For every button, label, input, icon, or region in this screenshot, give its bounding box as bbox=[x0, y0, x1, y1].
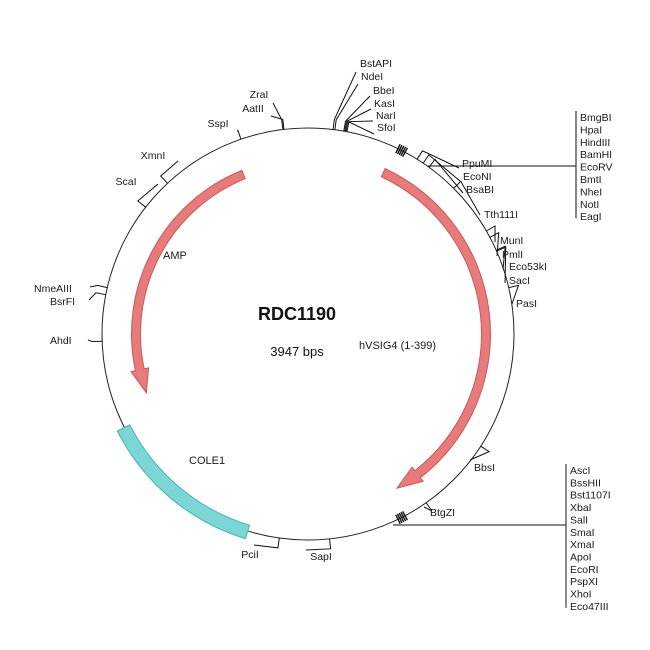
site-saci: SacI bbox=[496, 246, 530, 287]
site-label-muni: MunI bbox=[500, 235, 523, 247]
site-pasi: PasI bbox=[508, 284, 537, 310]
site-label-kasi: KasI bbox=[374, 98, 395, 110]
feature-amp bbox=[130, 169, 246, 395]
mcs-1-marker bbox=[395, 143, 409, 158]
site-bbsi: BbsI bbox=[469, 445, 495, 474]
mcs-list-top-label: EagI bbox=[580, 211, 602, 223]
site-label-nmeaiii: NmeAIII bbox=[34, 283, 72, 295]
mcs-list-bottom-label: AscI bbox=[570, 465, 590, 477]
site-label-ahdi: AhdI bbox=[50, 335, 72, 347]
site-bsrfi: BsrFI bbox=[50, 292, 106, 308]
site-label-aatii: AatII bbox=[242, 103, 264, 115]
site-bstapi: BstAPI bbox=[332, 58, 392, 130]
site-label-pasi: PasI bbox=[516, 298, 537, 310]
feature-label-hvsig4: hVSIG4 (1-399) bbox=[359, 340, 436, 352]
site-label-sspi: SspI bbox=[207, 118, 228, 130]
site-label-pmli: PmlI bbox=[502, 249, 523, 261]
site-label-bsrfi: BsrFI bbox=[50, 296, 75, 308]
site-label-xmni: XmnI bbox=[141, 150, 166, 162]
site-sfoi: SfoI bbox=[346, 121, 396, 135]
site-sapi: SapI bbox=[305, 538, 332, 563]
mcs-list-bottom-label: Bst1107I bbox=[570, 490, 611, 502]
site-label-tth111i: Tth111I bbox=[484, 209, 518, 221]
site-label-pcii: PciI bbox=[241, 549, 259, 561]
mcs-list-bottom: AscIBssHIIBst1107IXbaISalISmaIXmaIApoIEc… bbox=[393, 464, 611, 613]
mcs-list-top-label: BmgBI bbox=[580, 112, 612, 124]
site-label-ppumi: PpuMI bbox=[462, 158, 492, 170]
site-label-ndei: NdeI bbox=[361, 71, 383, 83]
site-kasi: KasI bbox=[344, 98, 395, 132]
features-layer bbox=[116, 167, 491, 540]
plasmid-size: 3947 bps bbox=[270, 344, 324, 359]
site-label-btgzi: BtgZI bbox=[430, 507, 455, 519]
site-xmni: XmnI bbox=[141, 150, 179, 184]
site-label-eco53ki: Eco53kI bbox=[509, 261, 547, 273]
site-label-nari: NarI bbox=[376, 110, 396, 122]
site-econi: EcoNI bbox=[422, 154, 492, 183]
site-label-bsabi: BsaBI bbox=[466, 184, 494, 196]
site-label-saci: SacI bbox=[509, 275, 530, 287]
plasmid-backbone bbox=[101, 127, 515, 541]
site-ndei: NdeI bbox=[334, 71, 383, 130]
site-bbei: BbeI bbox=[343, 85, 395, 132]
site-scai: ScaI bbox=[115, 176, 159, 208]
site-sspi: SspI bbox=[207, 118, 242, 140]
mcs-list-top-label: NheI bbox=[580, 186, 602, 198]
feature-label-cole1: COLE1 bbox=[189, 455, 225, 467]
mcs-lists-layer: BmgBIHpaIHindIIIBamHIEcoRVBmtINheINotIEa… bbox=[393, 111, 613, 613]
site-label-bstapi: BstAPI bbox=[360, 58, 392, 70]
feature-hvsig4 bbox=[380, 167, 491, 489]
mcs-list-bottom-label: XbaI bbox=[570, 502, 592, 514]
site-label-zrai: ZraI bbox=[250, 89, 269, 101]
mcs-list-top-label: BamHI bbox=[580, 149, 612, 161]
site-btgzi: BtgZI bbox=[423, 502, 455, 519]
site-muni: MunI bbox=[486, 225, 523, 247]
site-label-sapi: SapI bbox=[310, 551, 332, 563]
mcs-list-top-label: EcoRV bbox=[580, 162, 613, 174]
site-ahdi: AhdI bbox=[50, 335, 103, 347]
mcs-list-bottom-label: Eco47III bbox=[570, 601, 609, 613]
mcs-list-top-label: BmtI bbox=[580, 174, 602, 186]
mcs-list-bottom-label: BssHII bbox=[570, 477, 601, 489]
site-label-scai: ScaI bbox=[115, 176, 136, 188]
plasmid-name: RDC1190 bbox=[258, 304, 336, 324]
site-pmli: PmlI bbox=[489, 231, 523, 261]
mcs-list-bottom-label: EcoRI bbox=[570, 564, 599, 576]
mcs-list-bottom-label: PspXI bbox=[570, 576, 598, 588]
mcs-list-bottom-label: XhoI bbox=[570, 589, 592, 601]
mcs-list-bottom-label: SmaI bbox=[570, 527, 595, 539]
mcs-list-top: BmgBIHpaIHindIIIBamHIEcoRVBmtINheINotIEa… bbox=[428, 111, 613, 223]
site-bsabi: BsaBI bbox=[428, 158, 494, 196]
feature-label-amp: AMP bbox=[163, 250, 187, 262]
mcs-list-top-label: HindIII bbox=[580, 137, 610, 149]
mcs-2-marker bbox=[395, 510, 409, 525]
site-nmeaiii: NmeAIII bbox=[34, 283, 108, 295]
site-label-bbsi: BbsI bbox=[474, 462, 495, 474]
mcs-list-top-label: HpaI bbox=[580, 124, 602, 136]
site-tth111i: Tth111I bbox=[453, 180, 518, 221]
site-label-sfoi: SfoI bbox=[377, 122, 396, 134]
mcs-list-top-label: NotI bbox=[580, 199, 599, 211]
mcs-list-bottom-label: XmaI bbox=[570, 539, 595, 551]
mcs-markers-layer bbox=[395, 143, 409, 525]
site-aatii: AatII bbox=[242, 103, 285, 130]
site-label-econi: EcoNI bbox=[463, 171, 492, 183]
site-ppumi: PpuMI bbox=[416, 150, 492, 170]
mcs-list-bottom-label: SalI bbox=[570, 514, 588, 526]
site-label-bbei: BbeI bbox=[373, 85, 395, 97]
site-eco53ki: Eco53kI bbox=[495, 245, 547, 273]
site-nari: NarI bbox=[345, 110, 396, 132]
site-pcii: PciI bbox=[241, 537, 280, 561]
feature-cole1 bbox=[116, 424, 251, 540]
mcs-list-bottom-label: ApoI bbox=[570, 551, 592, 563]
